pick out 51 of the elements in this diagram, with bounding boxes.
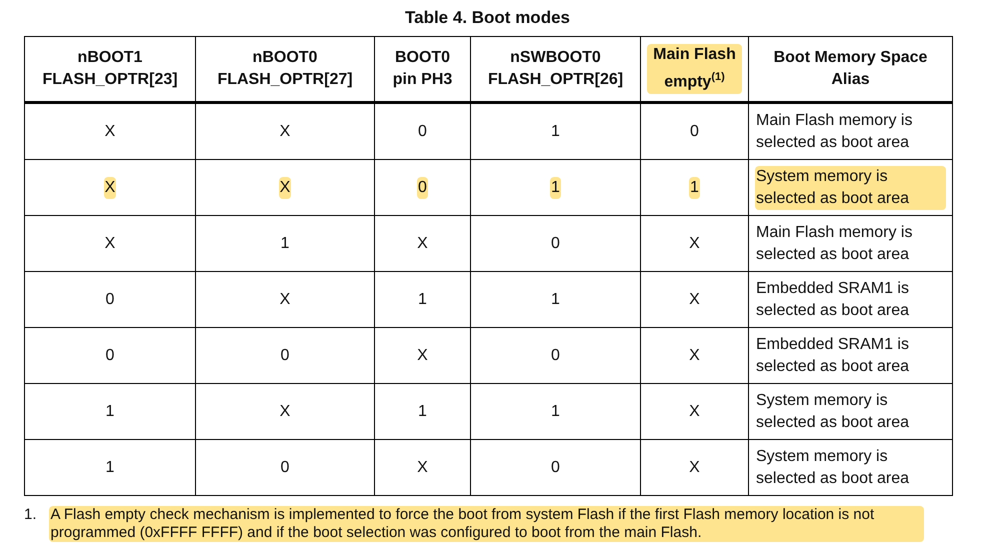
cell-text: 0 bbox=[417, 122, 428, 142]
cell-text: 0 bbox=[550, 458, 561, 478]
column-header: Main Flash empty$^{(1)}$ bbox=[647, 44, 742, 94]
cell-text: X bbox=[278, 402, 292, 422]
cell-text: X bbox=[104, 122, 116, 142]
cell-text: X bbox=[688, 458, 701, 478]
cell-text: 0 bbox=[550, 346, 561, 366]
footnote-number: 1. bbox=[24, 506, 37, 525]
cell-text: X bbox=[688, 346, 701, 366]
table-title: Table 4. Boot modes bbox=[404, 8, 571, 28]
column-header: BOOT0 pin PH3 bbox=[392, 48, 454, 90]
cell-text: 0 bbox=[104, 346, 116, 366]
cell-text: 0 bbox=[104, 290, 116, 310]
cell-text: 1 bbox=[417, 402, 428, 422]
cell-text: X bbox=[278, 176, 292, 198]
cell-text: Main Flash memory is selected as boot area bbox=[755, 110, 914, 152]
cell-text: X bbox=[278, 290, 292, 310]
cell-text: 0 bbox=[280, 346, 290, 366]
cell-text: X bbox=[278, 122, 292, 142]
footnote-text: A Flash empty check mechanism is implemented to force the boot from system Flash if the first Flash memory location is not programmed (0xFFFF FFFF) and if the boot selection was configured to boot from the main Flash. bbox=[48, 506, 924, 542]
cell-text: 1 bbox=[417, 290, 428, 310]
cell-text: X bbox=[688, 234, 701, 254]
column-header: nBOOT0 FLASH_OPTR[27] bbox=[216, 48, 354, 90]
cell-text: 0 bbox=[280, 458, 290, 478]
column-header: Boot Memory Space Alias bbox=[772, 48, 928, 90]
cell-text: 1 bbox=[550, 122, 561, 142]
cell-text: 1 bbox=[550, 176, 561, 198]
cell-text: X bbox=[104, 234, 116, 254]
cell-text: 0 bbox=[417, 176, 428, 198]
cell-text: Embedded SRAM1 is selected as boot area bbox=[755, 278, 910, 320]
cell-text: 0 bbox=[689, 122, 700, 142]
cell-text: 1 bbox=[104, 402, 116, 422]
column-header: nSWBOOT0 FLASH_OPTR[26] bbox=[486, 48, 624, 90]
cell-text: System memory is selected as boot area bbox=[755, 390, 910, 432]
cell-text: Main Flash memory is selected as boot area bbox=[755, 222, 914, 264]
cell-text: X bbox=[416, 458, 429, 478]
cell-text: X bbox=[688, 290, 701, 310]
cell-text: 1 bbox=[280, 234, 290, 254]
cell-text: 1 bbox=[104, 458, 116, 478]
cell-text: X bbox=[416, 234, 429, 254]
cell-text: 1 bbox=[550, 290, 561, 310]
cell-text: 1 bbox=[689, 176, 700, 198]
cell-text: X bbox=[688, 402, 701, 422]
cell-text: 1 bbox=[550, 402, 561, 422]
cell-text: X bbox=[416, 346, 429, 366]
cell-text: Embedded SRAM1 is selected as boot area bbox=[755, 334, 910, 376]
cell-text: X bbox=[104, 176, 116, 198]
column-header: nBOOT1 FLASH_OPTR[23] bbox=[41, 48, 179, 90]
cell-text: System memory is selected as boot area bbox=[755, 166, 946, 210]
cell-text: System memory is selected as boot area bbox=[755, 446, 910, 488]
cell-text: 0 bbox=[550, 234, 561, 254]
